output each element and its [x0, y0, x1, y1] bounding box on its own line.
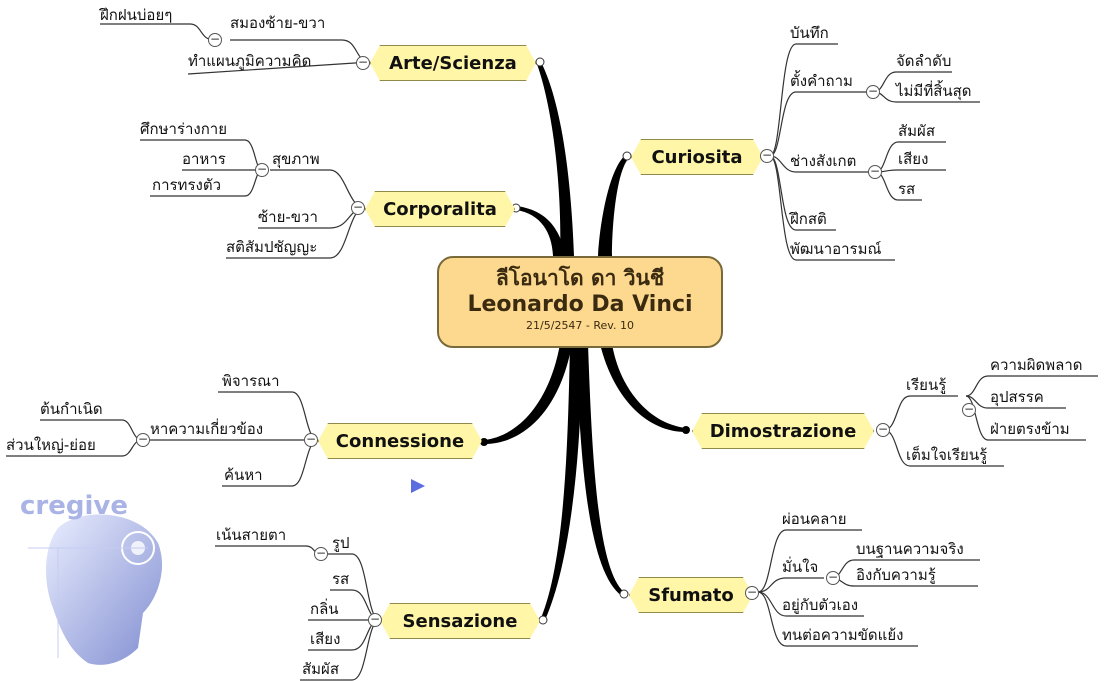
node-mistakes[interactable]: ความผิดพลาด	[990, 356, 1083, 374]
node-obstacles[interactable]: อุปสรรค	[990, 388, 1044, 406]
node-eye-focus[interactable]: เน้นสายตา	[216, 526, 287, 544]
node-endless[interactable]: ไม่มีที่สิ้นสุด	[896, 82, 972, 100]
collapse-toggle-icon[interactable]: −	[208, 32, 222, 47]
connector-connessione	[484, 344, 572, 444]
node-sight[interactable]: รูป	[332, 534, 350, 552]
branch-connessione[interactable]: Connessione	[318, 423, 482, 459]
collapse-toggle-icon[interactable]: −	[760, 148, 774, 163]
node-big-small[interactable]: ส่วนใหญ่-ย่อย	[6, 436, 96, 454]
central-topic[interactable]: ลีโอนาโด ดา วินชี Leonardo Da Vinci 21/5…	[437, 256, 723, 348]
central-topic-thai: ลีโอนาโด ดา วินชี	[495, 266, 665, 290]
play-icon[interactable]	[410, 478, 426, 494]
node-left-right-brain[interactable]: สมองซ้าย-ขวา	[230, 14, 326, 32]
node-obs-touch[interactable]: สัมผัส	[898, 122, 935, 140]
collapse-toggle-icon[interactable]: −	[866, 84, 880, 99]
node-left-right[interactable]: ซ้าย-ขวา	[258, 208, 318, 226]
node-mind-mapping[interactable]: ทำแผนภูมิความคิด	[188, 52, 312, 70]
node-food[interactable]: อาหาร	[182, 150, 226, 168]
central-topic-name: Leonardo Da Vinci	[467, 292, 693, 317]
connector-sensazione	[541, 344, 582, 620]
node-obs-taste[interactable]: รส	[898, 180, 916, 198]
collapse-toggle-icon[interactable]: −	[304, 432, 318, 447]
node-ask-questions[interactable]: ตั้งคำถาม	[790, 72, 853, 90]
cregive-logo: cregive	[20, 491, 163, 665]
node-be-with-self[interactable]: อยู่กับตัวเอง	[782, 596, 859, 614]
node-learn[interactable]: เรียนรู้	[906, 376, 947, 394]
node-body-study[interactable]: ศึกษาร่างกาย	[140, 120, 228, 138]
collapse-toggle-icon[interactable]: −	[826, 570, 840, 585]
node-observe[interactable]: ช่างสังเกต	[790, 152, 857, 170]
node-smell[interactable]: กลิ่น	[310, 600, 339, 618]
branch-sensazione[interactable]: Sensazione	[380, 603, 540, 639]
collapse-toggle-icon[interactable]: −	[368, 612, 382, 627]
node-practice-often[interactable]: ฝึกฝนบ่อยๆ	[100, 6, 173, 24]
node-knowledge-based[interactable]: อิงกับความรู้	[856, 566, 936, 584]
node-prioritize[interactable]: จัดลำดับ	[896, 52, 952, 70]
node-find-relation[interactable]: หาความเกี่ยวข้อง	[150, 420, 264, 438]
node-consider[interactable]: พิจารณา	[222, 372, 280, 390]
connector-corporalita	[516, 206, 566, 256]
node-opponent[interactable]: ฝ่ายตรงข้าม	[990, 420, 1070, 438]
node-taste[interactable]: รส	[332, 570, 350, 588]
collapse-toggle-icon[interactable]: −	[962, 402, 976, 417]
node-health[interactable]: สุขภาพ	[272, 150, 320, 168]
collapse-toggle-icon[interactable]: −	[868, 164, 882, 179]
collapse-toggle-icon[interactable]: −	[255, 162, 269, 177]
node-search[interactable]: ค้นหา	[224, 466, 263, 484]
node-obs-sound[interactable]: เสียง	[898, 150, 929, 168]
cregive-logo-text: cregive	[20, 491, 128, 521]
branch-dimostrazione[interactable]: Dimostrazione	[692, 413, 874, 449]
branch-sfumato[interactable]: Sfumato	[629, 577, 753, 613]
collapse-toggle-icon[interactable]: −	[356, 55, 370, 70]
node-mindful-practice[interactable]: ฝึกสติ	[790, 210, 827, 228]
node-mindfulness[interactable]: สติสัมปชัญญะ	[226, 238, 318, 256]
collapse-toggle-icon[interactable]: −	[351, 200, 365, 215]
collapse-toggle-icon[interactable]: −	[745, 585, 759, 600]
collapse-toggle-icon[interactable]: −	[314, 546, 328, 561]
connector-arte	[537, 62, 574, 256]
connector-dimostrazione	[600, 344, 686, 432]
collapse-toggle-icon[interactable]: −	[876, 422, 890, 437]
node-emotional-dev[interactable]: พัฒนาอารมณ์	[790, 240, 882, 258]
node-record[interactable]: บันทึก	[790, 24, 829, 42]
branch-curiosita[interactable]: Curiosita	[631, 139, 763, 175]
connector-sfumato	[576, 344, 624, 596]
node-touch[interactable]: สัมผัส	[302, 660, 339, 678]
branch-corporalita[interactable]: Corporalita	[365, 191, 515, 227]
node-fact-based[interactable]: บนฐานความจริง	[856, 540, 964, 558]
node-relax[interactable]: ผ่อนคลาย	[782, 510, 847, 528]
central-topic-date: 21/5/2547 - Rev. 10	[526, 319, 634, 332]
collapse-toggle-icon[interactable]: −	[136, 432, 150, 447]
node-origin[interactable]: ต้นกำเนิด	[40, 400, 103, 418]
node-willing-learn[interactable]: เต็มใจเรียนรู้	[906, 446, 988, 464]
node-sound[interactable]: เสียง	[310, 630, 341, 648]
connector-curiosita	[598, 154, 629, 256]
node-confident[interactable]: มั่นใจ	[782, 558, 819, 576]
node-posture[interactable]: การทรงตัว	[152, 176, 221, 194]
branch-arte-scienza[interactable]: Arte/Scienza	[370, 45, 536, 81]
node-tolerate-conflict[interactable]: ทนต่อความขัดแย้ง	[782, 626, 904, 644]
